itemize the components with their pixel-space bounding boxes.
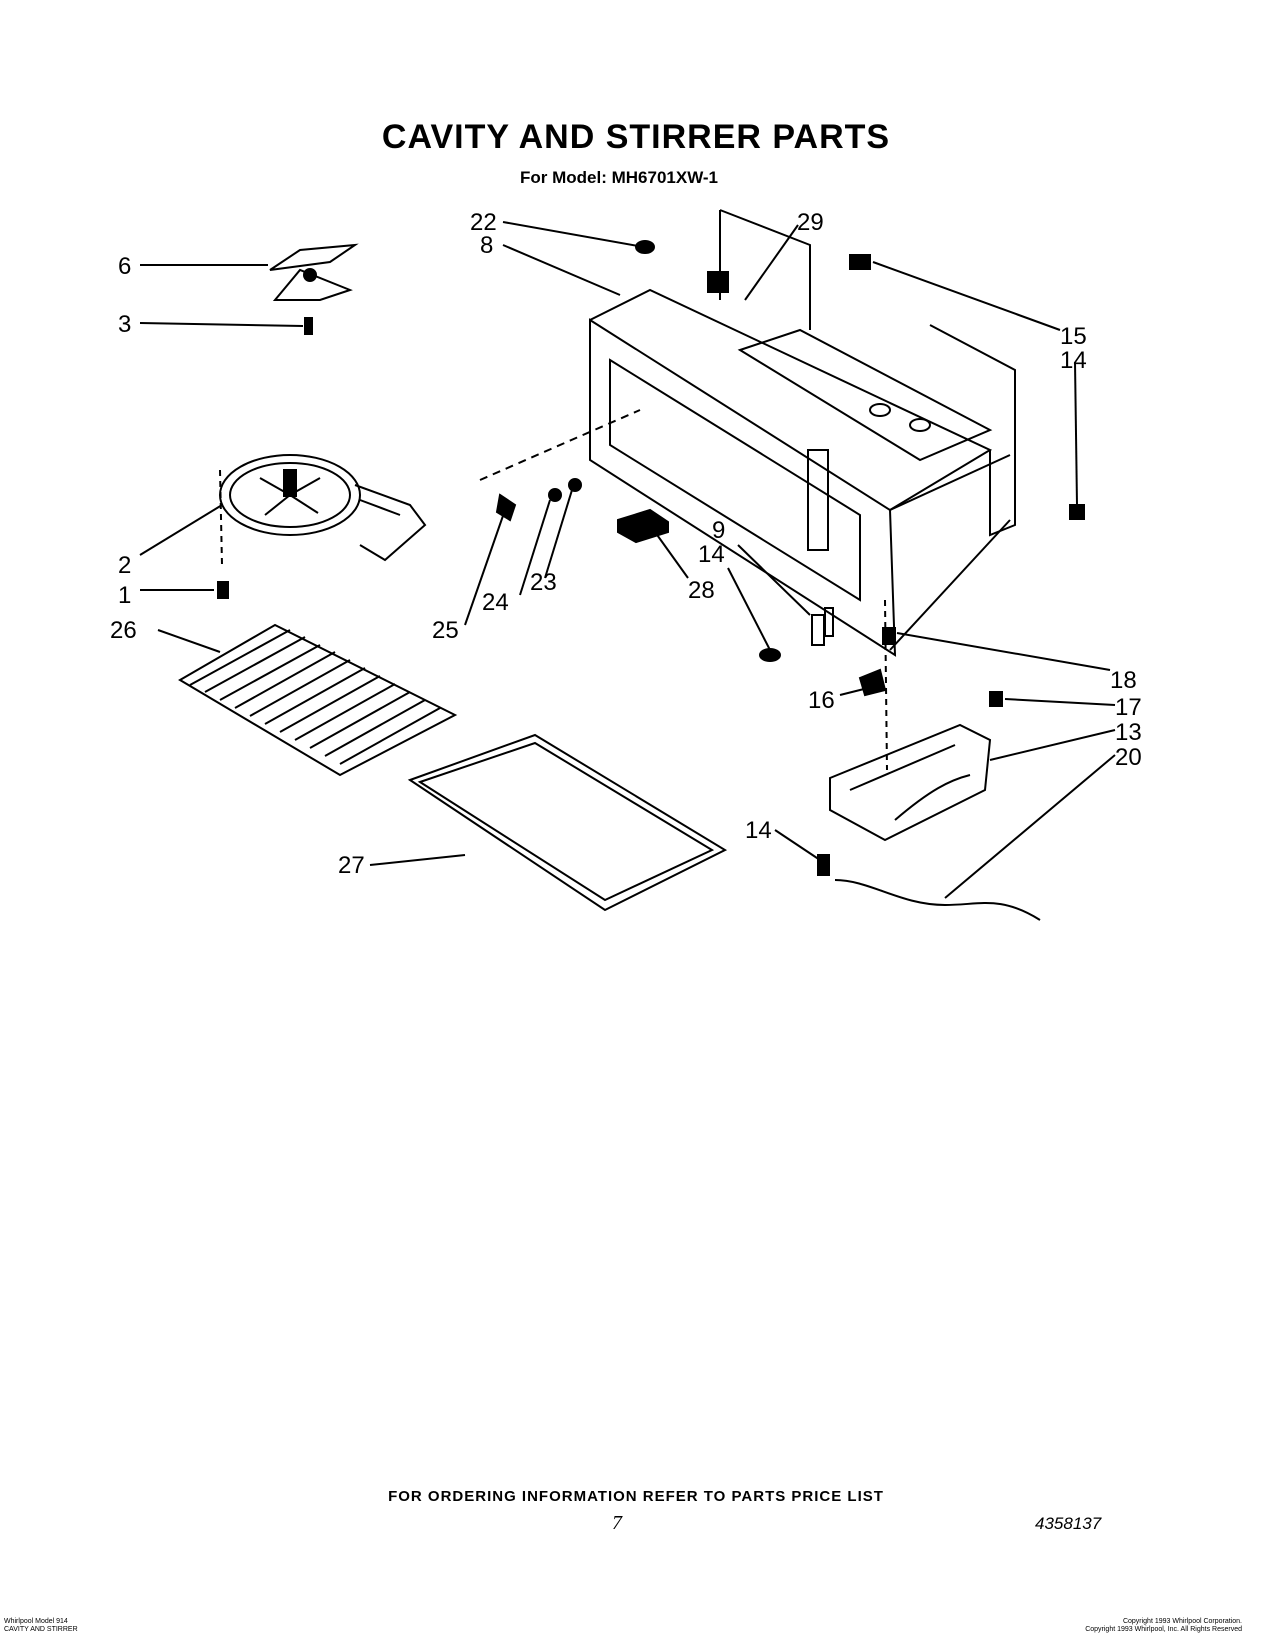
callout-14-middle: 14 xyxy=(698,541,725,568)
callout-20: 20 xyxy=(1115,744,1142,771)
callout-15: 15 xyxy=(1060,323,1087,350)
callout-16: 16 xyxy=(808,687,835,714)
callout-9: 9 xyxy=(712,517,725,544)
small-hardware-parts xyxy=(479,409,641,522)
callout-13: 13 xyxy=(1115,719,1142,746)
switch-parts xyxy=(858,599,896,771)
callout-27: 27 xyxy=(338,852,365,879)
fine-print-right: Copyright 1993 Whirlpool Corporation. Co… xyxy=(1085,1618,1242,1634)
callout-17: 17 xyxy=(1115,694,1142,721)
screw-bottom-part xyxy=(817,854,830,876)
clip-part xyxy=(635,240,655,254)
model-line: For Model: MH6701XW-1 xyxy=(520,168,719,187)
cavity-assembly-part xyxy=(589,209,1016,657)
mode-stirrer-block-part xyxy=(617,508,669,544)
screw-right-part xyxy=(1069,504,1085,520)
screw-middle-part xyxy=(759,648,781,662)
fine-print-left: Whirlpool Model 914 CAVITY AND STIRRER xyxy=(4,1618,78,1634)
callout-28: 28 xyxy=(688,577,715,604)
fine-print-right-line-1: Copyright 1993 Whirlpool Corporation. xyxy=(1122,1618,1242,1625)
leader-lines xyxy=(139,221,1116,899)
page-title: CAVITY AND STIRRER PARTS xyxy=(381,118,891,156)
callout-8: 8 xyxy=(480,232,493,259)
callout-14-right: 14 xyxy=(1060,347,1087,374)
oven-rack-part xyxy=(178,623,458,777)
page-number: 7 xyxy=(612,1512,622,1534)
stirrer-housing-part xyxy=(219,454,427,566)
fine-print-right-line-2: Copyright 1993 Whirlpool, Inc. All Right… xyxy=(1085,1626,1242,1633)
housing-screw-part xyxy=(217,581,229,599)
glass-tray-part xyxy=(407,733,728,912)
callout-2: 2 xyxy=(118,552,131,579)
callout-23: 23 xyxy=(530,569,557,596)
callout-24: 24 xyxy=(482,589,509,616)
callout-22: 22 xyxy=(470,209,497,236)
stirrer-blade-part xyxy=(269,243,359,301)
latch-part xyxy=(849,254,871,270)
callout-18: 18 xyxy=(1110,667,1137,694)
callout-26: 26 xyxy=(110,617,137,644)
callout-29: 29 xyxy=(797,209,824,236)
bracket-part xyxy=(811,607,834,646)
document-number: 4358137 xyxy=(1035,1514,1102,1533)
fine-print-left-line-1: Whirlpool Model 914 xyxy=(4,1618,68,1625)
fine-print-left-line-2: CAVITY AND STIRRER xyxy=(4,1626,78,1633)
cover-part xyxy=(707,271,729,293)
stirrer-screw-part xyxy=(304,317,313,335)
callout-3: 3 xyxy=(118,311,131,338)
callout-6: 6 xyxy=(118,253,131,280)
callout-labels: 6 3 2 1 26 27 22 8 29 15 14 25 24 23 28 … xyxy=(110,209,1142,879)
callout-25: 25 xyxy=(432,617,459,644)
ordering-note: FOR ORDERING INFORMATION REFER TO PARTS … xyxy=(388,1488,884,1505)
callout-14-bottom: 14 xyxy=(745,817,772,844)
bottom-plate-part xyxy=(829,691,1041,921)
callout-1: 1 xyxy=(118,582,131,609)
